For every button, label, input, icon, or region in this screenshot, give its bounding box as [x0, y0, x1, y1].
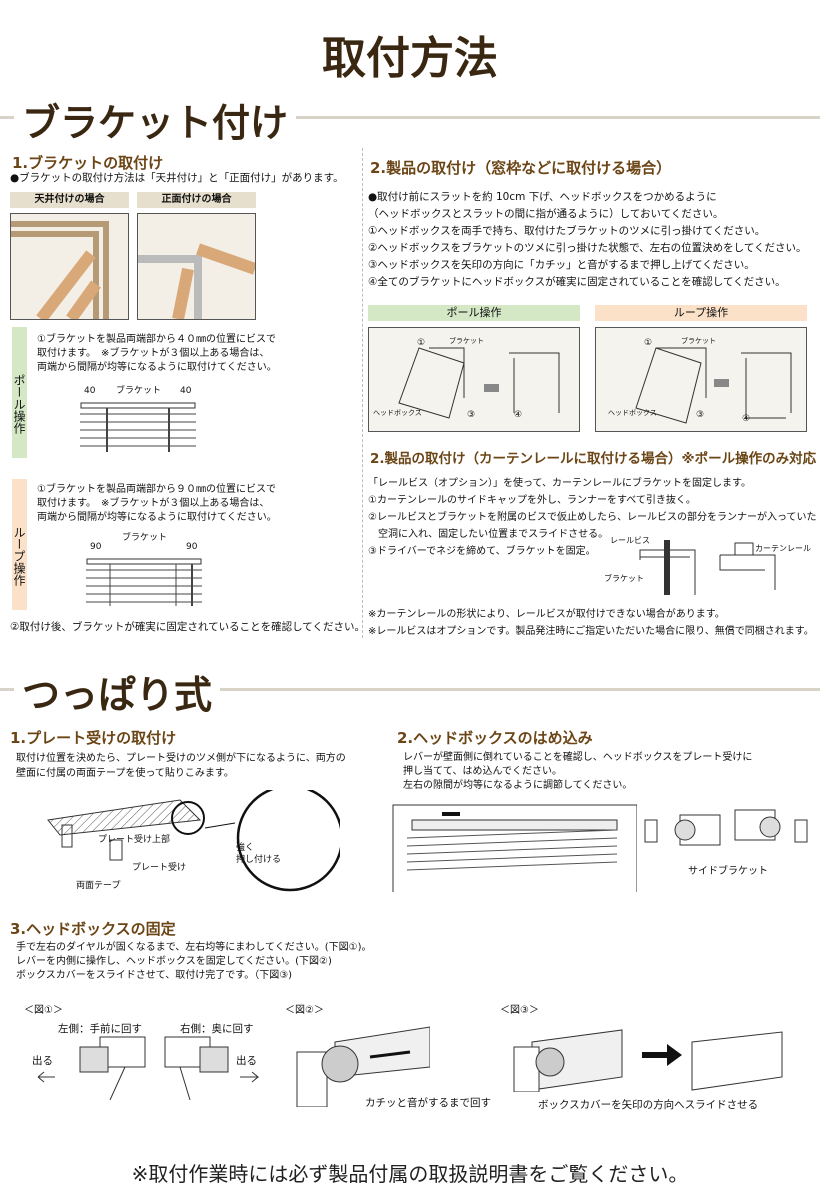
pole-instruction-3: 両端から間隔が均等になるように取付けてください。: [37, 362, 277, 373]
step-heading: 2.製品の取付け（窓枠などに取付ける場合）: [370, 159, 672, 177]
instruction-line: ②ヘッドボックスをブラケットのツメに引っ掛けた状態で、左右の位置決めをしてくださ…: [368, 242, 807, 254]
headbox-callout: ヘッドボックス: [608, 409, 657, 417]
dim-left: 90: [90, 542, 102, 552]
section-heading-tension: つっぱり式: [14, 664, 221, 719]
plate-label: プレート受け: [132, 863, 187, 873]
instruction-line: 左右の隙間が均等になるように調節してください。: [403, 780, 633, 791]
dim-right: 40: [180, 386, 192, 396]
n1: ①: [417, 338, 426, 348]
headbox-callout: ヘッドボックス: [373, 409, 422, 417]
bracket-label: ブラケット: [122, 533, 168, 543]
bottom-note: ※取付作業時には必ず製品付属の取扱説明書をご覧ください。: [131, 1162, 689, 1186]
fig3-cover-illustration: [512, 1022, 797, 1092]
pole-mount-diagram: ① ブラケット ヘッドボックス ③ ④: [368, 327, 580, 432]
fig2-caption: カチッと音がするまで回す: [365, 1097, 491, 1109]
instruction-line: ③ヘッドボックスを矢印の方向に「カチッ」と音がするまで押し上げてください。: [368, 259, 755, 271]
loop-mount-diagram: ① ブラケット ヘッドボックス ③ ④: [595, 327, 807, 432]
fig1-label: ＜図①＞: [24, 1005, 63, 1016]
pole-operation-label: ポール操作: [368, 305, 580, 321]
step-heading: 3.ヘッドボックスの固定: [10, 920, 176, 938]
instruction-line: 空洞に入れ、固定したい位置までスライドさせる。: [368, 529, 609, 540]
rail-screw-diagram: レールビス ブラケット カーテンレール: [600, 535, 811, 600]
rail-screw-callout: レールビス: [610, 536, 650, 545]
dim-left: 40: [84, 386, 96, 396]
loop-side-label: ループ操作: [12, 479, 27, 610]
ceiling-label: 天井付けの場合: [10, 192, 129, 208]
front-label: 正面付けの場合: [137, 192, 256, 208]
press-label: 強く 押し付ける: [236, 843, 282, 865]
fig1-right-label: 右側：奥に回す: [180, 1023, 254, 1035]
pole-instruction-2: 取付けます。 ※ブラケットが３個以上ある場合は、: [37, 348, 270, 359]
dim-right: 90: [186, 542, 198, 552]
pole-side-label: ポール操作: [12, 327, 27, 458]
step-heading: 2.製品の取付け（カーテンレールに取付ける場合）※ポール操作のみ対応: [370, 451, 817, 467]
plate-mount-illustration: プレート受け上部 プレート受け 両面テープ 強く 押し付ける: [40, 790, 340, 895]
instruction-line: ①カーテンレールのサイドキャップを外し、ランナーをすべて引き抜く。: [368, 495, 696, 506]
loop-instruction-1: ①ブラケットを製品両端部から９０㎜の位置にビスで: [37, 484, 276, 495]
instruction-line: ボックスカバーをスライドさせて、取付け完了です。（下図③): [16, 970, 293, 981]
confirm-text: ②取付け後、ブラケットが確実に固定されていることを確認してください。: [10, 621, 365, 633]
headbox-insert-illustration: [392, 800, 637, 892]
side-bracket-illustration: [640, 805, 815, 860]
section-divider: [0, 116, 820, 119]
fig2-lever-illustration: [295, 1022, 430, 1107]
loop-instruction-2: 取付けます。 ※ブラケットが３個以上ある場合は、: [37, 498, 270, 509]
fig2-label: ＜図②＞: [285, 1005, 324, 1016]
instruction-line: ④全てのブラケットにヘッドボックスが確実に固定されていることを確認してください。: [368, 276, 786, 288]
n3: ③: [467, 410, 476, 420]
instruction-line: ●取付け前にスラットを約 10cm 下げ、ヘッドボックスをつかめるように: [368, 191, 717, 203]
instruction-line: レバーを内側に操作し、ヘッドボックスを固定してください。(下図②): [16, 956, 332, 967]
note: ※レールビスはオプションです。製品発注時にご指定いただいた場合に限り、無償で同梱…: [368, 626, 814, 637]
instruction-line: （ヘッドボックスとスラットの間に指が通るように）しておいてください。: [368, 208, 724, 220]
instruction-line: ②レールビスとブラケットを附属のビスで仮止めしたら、レールビスの部分をランナーが…: [368, 512, 817, 523]
out-left-label: 出る: [32, 1055, 53, 1067]
pole-blind-diagram: [80, 402, 196, 452]
bracket-callout: ブラケット: [604, 574, 644, 583]
instruction-line: 壁面に付属の両面テープを使って貼りこみます。: [16, 768, 234, 779]
fig3-label: ＜図③＞: [500, 1005, 539, 1016]
section-divider: [0, 688, 820, 691]
step-heading: 1.ブラケットの取付け: [12, 154, 164, 172]
fig1-left-label: 左側：手前に回す: [58, 1023, 142, 1035]
instruction-line: 押し当てて、はめ込んでください。: [403, 766, 562, 777]
front-mount-illustration: [137, 213, 256, 320]
ceiling-mount-illustration: [10, 213, 129, 320]
note: ※カーテンレールの形状により、レールビスが取付けできない場合があります。: [368, 609, 725, 620]
side-bracket-label: サイドブラケット: [688, 866, 768, 877]
instruction-line: レバーが壁面側に倒れていることを確認し、ヘッドボックスをプレート受けに: [403, 752, 753, 763]
plate-top-label: プレート受け上部: [98, 835, 171, 845]
n4: ④: [514, 410, 523, 420]
step-heading: 1.プレート受けの取付け: [10, 729, 177, 747]
instruction-line: 「レールビス（オプション）」を使って、カーテンレールにブラケットを固定します。: [368, 478, 751, 489]
n4: ④: [742, 414, 751, 424]
n3: ③: [696, 410, 705, 420]
instruction-line: ①ヘッドボックスを両手で持ち、取付けたブラケットのツメに引っ掛けてください。: [368, 225, 766, 237]
column-divider: [362, 148, 363, 638]
intro-text: ●ブラケットの取付け方法は「天井付け」と「正面付け」があります。: [10, 172, 344, 184]
instruction-line: 手で左右のダイヤルが固くなるまで、左右均等にまわしてください。(下図①)。: [16, 942, 372, 953]
instruction-line: ③ドライバーでネジを締めて、ブラケットを固定。: [368, 546, 596, 557]
curtain-rail-callout: カーテンレール: [755, 544, 811, 553]
step-heading: 2.ヘッドボックスのはめ込み: [397, 729, 593, 747]
loop-operation-label: ループ操作: [595, 305, 807, 321]
loop-blind-diagram: [86, 558, 202, 606]
pole-instruction-1: ①ブラケットを製品両端部から４０㎜の位置にビスで: [37, 334, 276, 345]
bracket-label: ブラケット: [116, 386, 162, 396]
bracket-callout: ブラケット: [449, 337, 484, 345]
page-title: 取付方法: [322, 33, 498, 84]
loop-instruction-3: 両端から間隔が均等になるように取付けてください。: [37, 512, 277, 523]
fig1-dial-illustration: [30, 1032, 270, 1100]
out-right-label: 出る: [236, 1055, 257, 1067]
n1: ①: [644, 338, 653, 348]
fig3-caption: ボックスカバーを矢印の方向へスライドさせる: [538, 1099, 759, 1111]
section-heading-bracket: ブラケット付け: [14, 92, 297, 147]
bracket-callout: ブラケット: [681, 337, 716, 345]
instruction-line: 取付け位置を決めたら、プレート受けのツメ側が下になるように、両方の: [16, 753, 346, 764]
tape-label: 両面テープ: [76, 881, 121, 891]
